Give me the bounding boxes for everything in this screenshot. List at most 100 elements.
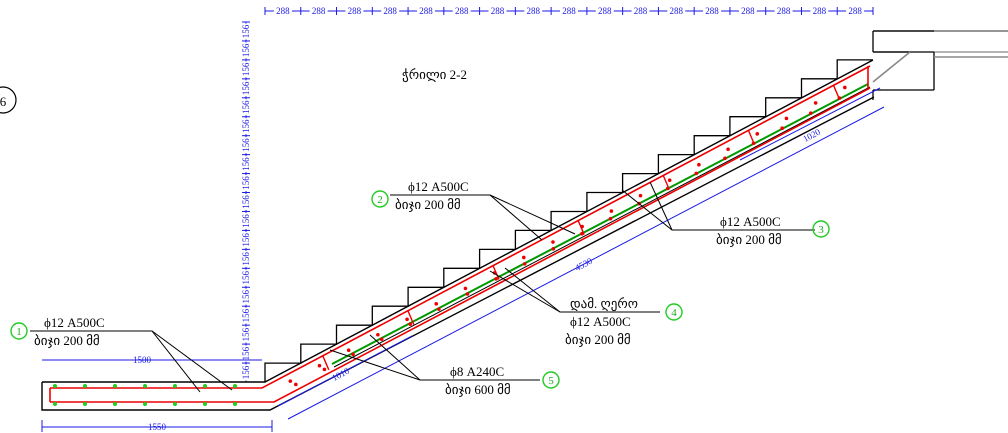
bottom-bar-dot xyxy=(233,384,237,388)
top-dim-label-bg xyxy=(774,6,793,16)
top-dim-label-bg xyxy=(488,6,507,16)
top-dim-label-bg xyxy=(560,6,578,16)
callout-1: 1 ϕ12 A500C ბიჯი 200 მმ xyxy=(10,315,105,349)
top-dim-label-bg xyxy=(452,6,471,16)
top-dim-label-bg xyxy=(631,6,650,16)
dim-bottom-width: 1550 xyxy=(148,422,167,432)
vert-dim-label-bg xyxy=(242,23,250,40)
rebar-dot xyxy=(609,209,614,213)
top-dim-label-bg xyxy=(703,6,722,16)
top-dim-label-bg xyxy=(273,6,292,16)
rebar-dot xyxy=(379,337,384,342)
rebar-dot xyxy=(608,216,613,221)
bottom-bar-dot xyxy=(173,402,177,406)
vertical-dimension-chain: 1561561561561561561561561561561561561561… xyxy=(241,21,251,383)
vert-dim-label: 156 xyxy=(241,308,251,322)
corner-marker-label: 6 xyxy=(0,94,7,109)
rebar-dot xyxy=(694,171,699,176)
callout-5-line1: ϕ8 A240C xyxy=(450,364,504,379)
rebar-dot xyxy=(317,363,322,368)
dim-landing-inner: 1500 xyxy=(133,355,152,365)
rebar-dot xyxy=(437,307,441,311)
rebar-dot xyxy=(463,286,468,291)
top-dim-label-bg xyxy=(595,6,614,16)
rebar-dot xyxy=(376,332,380,337)
bottom-bar-dot xyxy=(203,384,207,388)
vert-dim-label: 156 xyxy=(241,289,251,303)
top-dim-label-bg xyxy=(345,6,364,16)
vert-dim-label-bg xyxy=(242,80,250,97)
top-dim-label: 288 xyxy=(419,6,433,16)
rebar-dot xyxy=(723,156,727,161)
rebar-link xyxy=(577,220,585,235)
top-dim-label: 288 xyxy=(383,6,397,16)
callout-3-line1: ϕ12 A500C xyxy=(720,214,781,229)
rebar-dot xyxy=(551,240,555,244)
vert-dim-label-bg xyxy=(242,99,250,116)
rebar-dot xyxy=(638,193,643,198)
bottom-bar-dot xyxy=(53,402,57,406)
rebar-dot xyxy=(288,379,293,383)
top-dim-label: 288 xyxy=(562,6,576,16)
rebar-dot xyxy=(843,85,847,90)
bottom-bar-dot xyxy=(233,402,237,406)
top-dim-label: 288 xyxy=(598,6,612,16)
rebar-dot xyxy=(465,292,470,296)
bottom-bar-dot xyxy=(83,402,87,406)
vert-dim-label: 156 xyxy=(241,43,251,57)
rebar-link xyxy=(407,310,415,325)
slab-outline xyxy=(41,59,875,411)
upper-landing xyxy=(872,30,1008,100)
top-dim-label: 288 xyxy=(634,6,648,16)
bottom-bar-dot xyxy=(143,402,147,406)
callout-4-line0: დამ. ღერო xyxy=(570,296,638,312)
rebar-link xyxy=(747,130,756,145)
top-dim-label: 288 xyxy=(455,6,469,16)
rebar-dot xyxy=(726,147,730,152)
dimension-lines xyxy=(41,87,885,432)
vert-dim-label-bg xyxy=(242,364,250,381)
top-dim-label: 288 xyxy=(848,6,862,16)
rebar-dot xyxy=(521,255,526,260)
callout-2-number: 2 xyxy=(377,194,383,206)
vert-dim-label-bg xyxy=(242,326,250,343)
callout-2-line2: ბიჯი 200 მმ xyxy=(395,197,461,213)
top-dim-label-bg xyxy=(524,6,543,16)
vert-dim-label-bg xyxy=(242,345,250,362)
rebar-dot xyxy=(808,111,813,115)
rebar-dot xyxy=(667,178,672,182)
rebar-dot xyxy=(813,101,818,105)
top-dim-label-bg xyxy=(846,6,865,16)
callout-4-line1: ϕ12 A500C xyxy=(570,314,631,329)
section-title: ჭრილი 2-2 xyxy=(402,67,467,83)
rebar-dot xyxy=(405,317,409,322)
callout-4-line2: ბიჯი 200 მმ xyxy=(565,332,631,348)
vert-dim-label: 156 xyxy=(241,233,251,247)
vert-dim-label-bg xyxy=(242,137,250,154)
callout-5: 5 ϕ8 A240C ბიჯი 600 მმ xyxy=(445,364,560,398)
top-dim-label: 288 xyxy=(312,6,326,16)
callout-3-number: 3 xyxy=(818,224,824,236)
top-dim-label-bg xyxy=(738,6,757,16)
vert-dim-label: 156 xyxy=(241,346,251,360)
callout-2: 2 ϕ12 A500C ბიჯი 200 მმ xyxy=(371,179,469,213)
dim-slope-main: 4530 xyxy=(573,256,594,273)
stair-steps-outline xyxy=(264,59,873,382)
vert-dim-label: 156 xyxy=(241,327,251,341)
callout-3: 3 ϕ12 A500C ბიჯი 200 მმ xyxy=(716,214,830,248)
vert-dim-label-bg xyxy=(242,307,250,324)
vert-dim-label: 156 xyxy=(241,100,251,114)
rebar-dot xyxy=(755,132,760,136)
rebar-link xyxy=(662,175,670,190)
rebar-dot xyxy=(494,277,498,281)
vert-dim-label-bg xyxy=(242,231,250,248)
top-dim-label-bg xyxy=(381,6,400,16)
vert-dim-label: 156 xyxy=(241,62,251,76)
top-dim-label: 288 xyxy=(670,6,684,16)
rebar-dot xyxy=(551,246,556,251)
rebar-lines xyxy=(49,65,871,403)
callout-4: 4 დამ. ღერო ϕ12 A500C ბიჯი 200 მმ xyxy=(565,296,683,348)
callout-5-line2: ბიჯი 600 მმ xyxy=(445,382,511,398)
